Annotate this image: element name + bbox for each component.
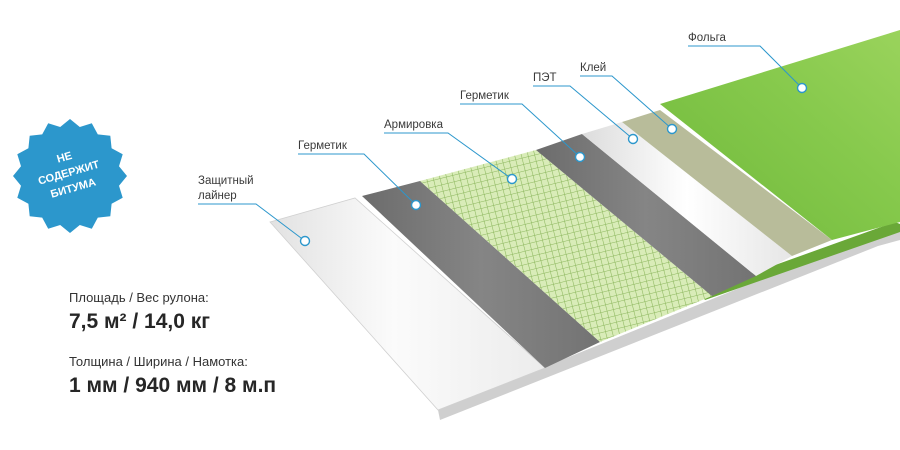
spec-dimensions: Толщина / Ширина / Намотка: 1 мм / 940 м… [69, 354, 276, 398]
callout-dot-adhesive [666, 123, 678, 135]
label-sealant-1: Герметик [298, 140, 348, 152]
sealant-layer-2 [536, 134, 756, 296]
label-reinforcement: Армировка [384, 119, 444, 131]
strip-edge-green [700, 222, 900, 300]
foil-layer [660, 30, 900, 240]
pet-layer [582, 122, 792, 276]
leader-sealant-1 [298, 153, 417, 206]
strip-edge [438, 226, 900, 420]
leader-liner [198, 203, 306, 242]
callout-dot-foil [796, 82, 808, 94]
callout-dot-sealant-2 [574, 151, 586, 163]
leader-pet [533, 85, 634, 140]
label-pet: ПЭТ [533, 72, 557, 84]
label-liner-line1: Защитный [198, 175, 254, 187]
spec-area-weight-label: Площадь / Вес рулона: [69, 290, 209, 305]
spec-dimensions-label: Толщина / Ширина / Намотка: [69, 354, 248, 369]
label-sealant-2: Герметик [460, 90, 510, 102]
label-liner-line2: лайнер [198, 190, 237, 202]
leader-foil [688, 45, 803, 89]
reinforcement-mesh-layer [420, 150, 712, 342]
label-adhesive: Клей [580, 62, 606, 74]
callout-dot-pet [627, 133, 639, 145]
callout-dot-liner [299, 235, 311, 247]
no-bitumen-badge: НЕ СОДЕРЖИТ БИТУМА [13, 119, 127, 233]
spec-dimensions-value: 1 мм / 940 мм / 8 м.п [69, 374, 277, 397]
callout-dot-sealant-1 [410, 199, 422, 211]
spec-area-weight-value: 7,5 м² / 14,0 кг [69, 310, 211, 333]
sealant-layer-1 [362, 181, 600, 368]
adhesive-layer [622, 110, 832, 256]
spec-area-weight: Площадь / Вес рулона: 7,5 м² / 14,0 кг [69, 290, 210, 334]
leader-reinforcement [384, 132, 513, 180]
callout-dot-reinforcement [506, 173, 518, 185]
leader-sealant-2 [460, 103, 581, 158]
label-foil: Фольга [688, 32, 727, 44]
leader-adhesive [580, 75, 673, 130]
badge-seal-shape [13, 119, 127, 233]
badge-line-1: НЕ [55, 150, 73, 166]
